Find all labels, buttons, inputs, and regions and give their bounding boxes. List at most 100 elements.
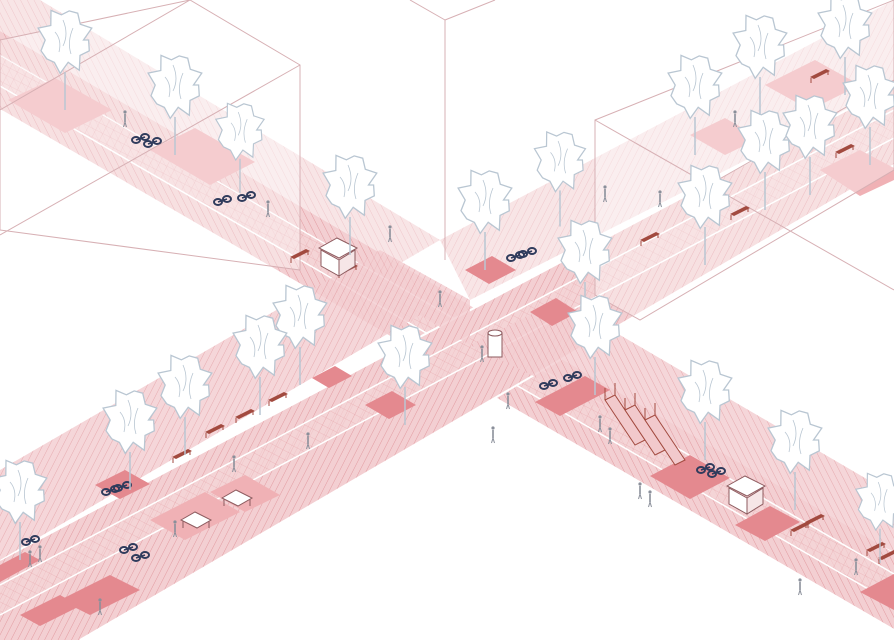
bench-icon [790, 522, 810, 536]
pedestrian-icon [306, 432, 310, 450]
building-edge [0, 64, 301, 236]
pedestrian-icon [733, 110, 737, 128]
bench-icon [866, 542, 886, 556]
curb-line [0, 137, 894, 616]
pedestrian-icon [388, 225, 392, 243]
curb-line [79, 164, 894, 640]
pad [535, 376, 610, 416]
tree-icon [0, 459, 48, 560]
bicycle-icon [21, 535, 40, 546]
tree-icon [677, 359, 733, 460]
building-edge [444, 0, 496, 21]
pedestrian-icon [658, 190, 662, 208]
tree-icon [782, 94, 838, 195]
pedestrian-icon [123, 110, 127, 128]
bench-icon [640, 232, 660, 246]
curb-line [0, 109, 894, 586]
pedestrian-icon [491, 426, 495, 444]
pedestrian-icon [28, 550, 32, 568]
tree-icon [232, 314, 288, 415]
bicycle-icon [113, 481, 132, 492]
bench-icon [205, 424, 225, 438]
bench-icon [835, 144, 855, 158]
pad [20, 595, 80, 626]
street-props [21, 69, 894, 616]
pad [150, 128, 255, 185]
tree-icon [533, 130, 587, 227]
sidewalk-upper-right [440, 0, 894, 300]
pedestrian-icon [232, 455, 236, 473]
tree-icon [157, 354, 213, 455]
pedestrian-icon [480, 345, 484, 363]
bicycle-icon [119, 543, 138, 554]
tree-icon [842, 64, 894, 165]
bench-icon [878, 550, 894, 564]
tree-icon [102, 389, 158, 490]
pad [465, 256, 516, 284]
tree-icon [817, 0, 873, 95]
sidewalk-lower-right [440, 300, 894, 552]
tree-icon [147, 54, 203, 155]
pad [860, 574, 894, 610]
bicycle-icon [131, 133, 150, 144]
pad [650, 455, 730, 499]
tree-icon [732, 14, 788, 115]
pedestrian-icon [38, 545, 42, 563]
bench-icon [172, 449, 192, 463]
bicycle-icon [131, 551, 150, 562]
tree-icon [557, 219, 613, 320]
pedestrian-icon [603, 185, 607, 203]
advertising-column-icon [487, 329, 503, 358]
tree-icon [457, 169, 513, 270]
building-edge [594, 119, 894, 291]
bench-icon [290, 249, 310, 263]
tree-icon [567, 294, 623, 395]
tree-icon [214, 102, 266, 194]
table-icon [220, 489, 254, 507]
tree-icon [37, 9, 93, 110]
pad [210, 475, 280, 512]
pedestrian-icon [598, 415, 602, 433]
tree-icon [667, 54, 723, 155]
pad [735, 506, 800, 541]
tree-layer [0, 0, 894, 564]
bicycle-icon [237, 191, 256, 202]
tree-icon [377, 324, 433, 425]
bicycle-icon [707, 467, 726, 478]
bench-icon [730, 206, 750, 220]
building-edge [0, 0, 191, 111]
kiosk-icon [725, 475, 767, 515]
bench-icon [805, 514, 825, 528]
table-icon [179, 511, 213, 529]
bench-icon [268, 392, 288, 406]
pedestrian-icon [173, 520, 177, 538]
bicycle-icon [563, 371, 582, 382]
bicycle-icon [143, 137, 162, 148]
pad [765, 60, 860, 110]
bicycle-icon [213, 195, 232, 206]
pedestrian-icon [608, 427, 612, 445]
pedestrian-icon [506, 392, 510, 410]
pad [8, 78, 112, 133]
pad [365, 391, 416, 419]
pad [530, 298, 578, 326]
bicycle-icon [696, 463, 715, 474]
pedestrian-icon [638, 482, 642, 500]
pedestrian-icon [854, 558, 858, 576]
bicycle-icon [539, 379, 558, 390]
tree-icon [737, 109, 793, 210]
pedestrian-icon [648, 490, 652, 508]
tree-icon [322, 154, 378, 255]
pad [60, 575, 140, 615]
bench-icon [235, 409, 255, 423]
tree-icon [677, 164, 733, 265]
bench-icon [810, 69, 830, 83]
pad [820, 150, 894, 196]
pedestrian-icon [438, 290, 442, 308]
pedestrian-icon [266, 200, 270, 218]
bicycle-icon [518, 247, 537, 258]
building-edge [409, 0, 446, 21]
pedestrian-icon [798, 578, 802, 596]
